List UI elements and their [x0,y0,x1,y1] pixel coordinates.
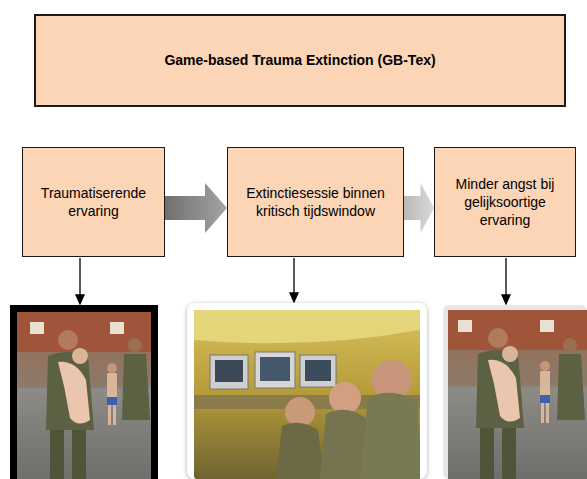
photo-trauma [10,305,158,479]
box-text: Traumatiserende ervaring [23,180,164,224]
block-arrow [165,183,227,233]
photo-extinction-session [187,303,427,479]
process-box: Minder angst bij gelijksoortige ervaring [434,147,576,257]
photo-less-fear [443,305,587,479]
box-text: Game-based Trauma Extinction (GB-Tex) [158,47,441,73]
process-box: Extinctiesessie binnen kritisch tijdswin… [227,147,404,257]
title-box: Game-based Trauma Extinction (GB-Tex) [34,14,566,107]
photo-extinction-scene [194,310,420,479]
box-text: Minder angst bij gelijksoortige ervaring [435,171,575,234]
process-box: Traumatiserende ervaring [22,147,165,257]
box-text: Extinctiesessie binnen kritisch tijdswin… [228,180,403,224]
down-arrows [76,258,510,304]
block-arrow [404,183,434,233]
